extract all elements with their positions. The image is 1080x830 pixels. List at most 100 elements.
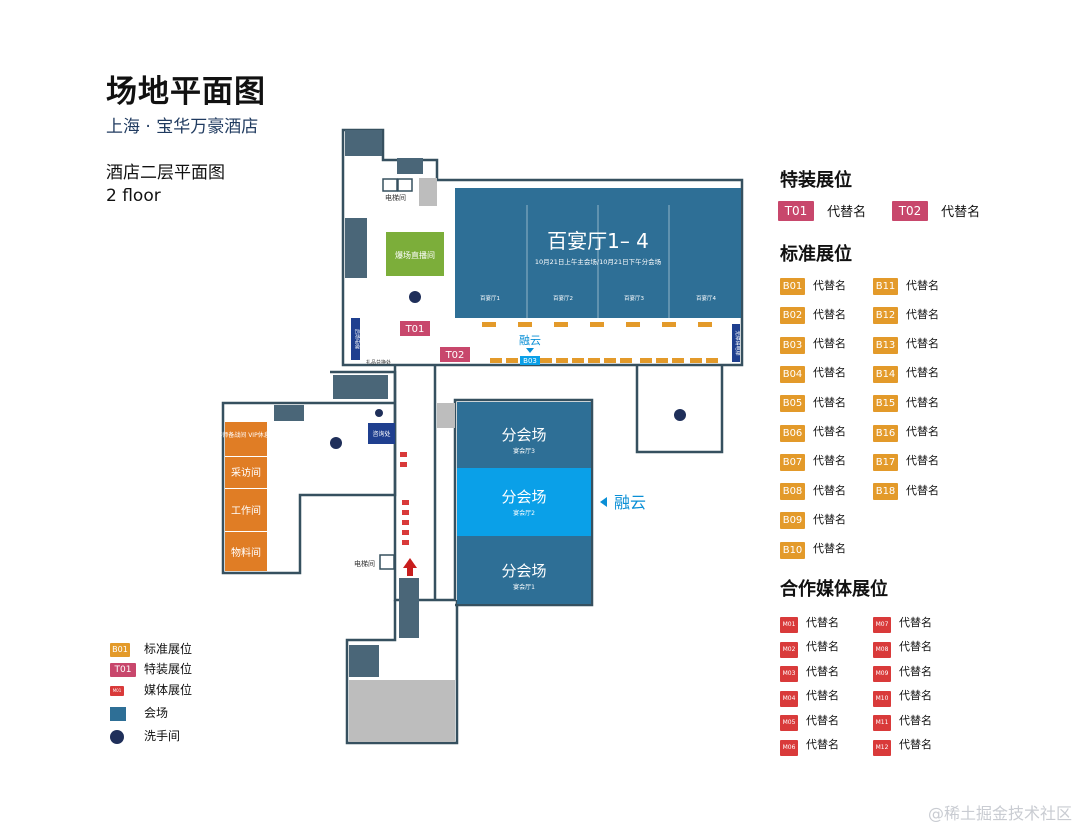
media-booth[interactable] — [400, 452, 407, 457]
booth-code-badge: B04 — [780, 365, 805, 383]
sub-hall-3[interactable] — [457, 402, 591, 468]
standard-booth[interactable] — [640, 358, 652, 363]
arrow-down-icon — [526, 348, 534, 353]
booth-t02[interactable] — [440, 347, 470, 362]
speaker-room[interactable] — [225, 422, 267, 456]
sub-hall-1[interactable] — [457, 536, 591, 604]
standard-booth[interactable] — [656, 358, 668, 363]
elevator-label-top: 电梯间 — [385, 193, 406, 202]
live-room[interactable] — [386, 232, 444, 276]
booth-name: 代替名 — [813, 512, 846, 526]
standard-booth[interactable] — [698, 322, 712, 327]
booth-code-badge: B05 — [780, 395, 805, 413]
info-desk[interactable] — [368, 423, 395, 444]
service-room-top — [419, 178, 437, 206]
standard-booth[interactable] — [572, 358, 584, 363]
sub-hall-3-room: 宴会厅3 — [513, 447, 535, 455]
right-restroom-block — [635, 365, 724, 454]
media-booth[interactable] — [402, 510, 409, 515]
special-booth-item[interactable]: T02 代替名 — [892, 200, 980, 221]
booth-name: 代替名 — [813, 337, 846, 351]
standard-booth[interactable] — [672, 358, 684, 363]
standard-booth[interactable] — [554, 322, 568, 327]
standard-booth[interactable] — [556, 358, 568, 363]
material-room[interactable] — [225, 532, 267, 571]
booth-name: 代替名 — [906, 425, 939, 438]
standard-booth[interactable] — [482, 322, 496, 327]
standard-booth[interactable] — [626, 322, 640, 327]
booth-t01[interactable] — [400, 321, 430, 336]
booth-code-badge: B11 — [873, 278, 898, 295]
media-booth[interactable] — [402, 530, 409, 535]
interview-room[interactable] — [225, 457, 267, 488]
media-booth[interactable] — [402, 540, 409, 545]
media-booth[interactable] — [402, 500, 409, 505]
booth-b03[interactable] — [520, 356, 540, 365]
standard-booth[interactable] — [604, 358, 616, 363]
media-booth[interactable] — [400, 462, 407, 467]
standard-booth[interactable] — [490, 358, 502, 363]
booth-name: 代替名 — [806, 738, 839, 751]
standard-booth[interactable] — [518, 322, 532, 327]
booth-name: 代替名 — [941, 205, 981, 220]
special-booth-item[interactable]: T01 代替名 — [778, 200, 866, 221]
standard-booth[interactable] — [690, 358, 702, 363]
standard-booth[interactable] — [506, 358, 518, 363]
standard-booth[interactable] — [588, 358, 600, 363]
stairs-upper — [397, 158, 423, 174]
standard-booth[interactable] — [590, 322, 604, 327]
live-room-label: 爆场直播间 — [395, 250, 435, 260]
booth-code-badge: M01 — [780, 617, 798, 633]
sub-hall-2[interactable] — [457, 468, 591, 536]
booth-name: 代替名 — [806, 664, 839, 678]
standard-booth[interactable] — [662, 322, 676, 327]
arrow-left-icon — [600, 497, 607, 507]
info-desk-label: 咨询处 — [372, 430, 390, 438]
booth-code-badge: B02 — [780, 307, 805, 325]
media-booth[interactable] — [402, 520, 409, 525]
work-room[interactable] — [225, 489, 267, 531]
standard-booth[interactable] — [620, 358, 632, 363]
standard-booth[interactable] — [706, 358, 718, 363]
restroom-icon — [409, 291, 421, 303]
booth-code-badge: M12 — [873, 739, 891, 756]
standard-booth-item[interactable]: B05 代替名 — [780, 391, 846, 413]
key-restroom: 洗手间 — [110, 727, 180, 744]
booth-name: 代替名 — [906, 395, 939, 409]
stairs-bottom — [349, 645, 379, 677]
standard-booth-item[interactable]: B15 代替名 — [873, 391, 939, 413]
key-special-label: 特装展位 — [144, 662, 193, 676]
booth-code-badge: B15 — [873, 395, 898, 413]
booth-name: 代替名 — [813, 395, 846, 409]
standard-booth[interactable] — [540, 358, 552, 363]
